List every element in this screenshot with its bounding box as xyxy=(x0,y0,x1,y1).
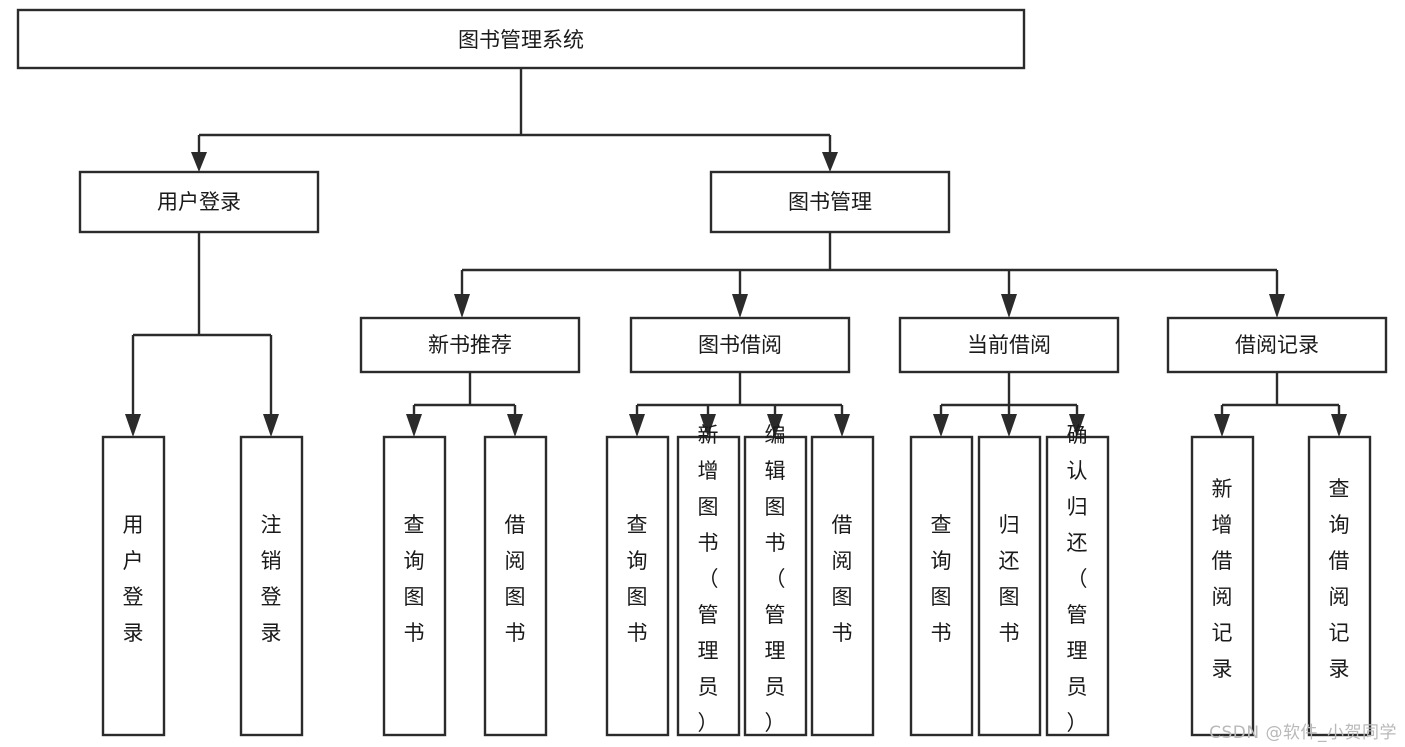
leaf-node-query-book-recommend-label: 查询图书 xyxy=(404,513,425,645)
node-current-borrow-box xyxy=(898,316,1120,374)
leaf-node-add-book-admin-box xyxy=(676,435,741,737)
leaf-node-query-book-recommend-box xyxy=(382,435,447,737)
node-borrow-record-box xyxy=(1166,316,1388,374)
leaf-node-borrow-book-recommend[interactable]: 借阅图书 xyxy=(483,435,548,737)
arrow-head-bookborrow-leaf-4 xyxy=(834,414,850,437)
leaf-node-borrow-book-recommend-label: 借阅图书 xyxy=(505,513,526,645)
leaf-node-add-borrow-record-label: 新增借阅记录 xyxy=(1212,477,1233,681)
node-current-borrow[interactable]: 当前借阅 xyxy=(898,316,1120,374)
node-current-borrow-label: 当前借阅 xyxy=(967,333,1051,357)
arrow-head-borrowrecord-leaf-2 xyxy=(1331,414,1347,437)
leaf-node-confirm-return-admin-label: 确认归还（管理员） xyxy=(1067,423,1088,735)
arrow-head-currentborrow-leaf-3 xyxy=(1069,414,1085,437)
leaf-node-query-book-current-label: 查询图书 xyxy=(931,513,952,645)
leaf-node-query-book-recommend[interactable]: 查询图书 xyxy=(382,435,447,737)
leaf-node-query-book-borrow-label: 查询图书 xyxy=(627,513,648,645)
connector-layer xyxy=(125,68,1347,437)
leaf-node-query-book-borrow[interactable]: 查询图书 xyxy=(605,435,670,737)
arrow-head-newbook-leaf-2 xyxy=(507,414,523,437)
leaf-node-query-borrow-record-label: 查询借阅记录 xyxy=(1329,477,1350,681)
leaf-node-return-book-box xyxy=(977,435,1042,737)
leaf-node-edit-book-admin[interactable]: 编辑图书（管理员） xyxy=(743,423,808,737)
arrow-head-currentborrow-leaf-1 xyxy=(933,414,949,437)
node-root-box xyxy=(16,8,1026,70)
leaf-node-borrow-book-recommend-box xyxy=(483,435,548,737)
arrow-head-bookborrow-leaf-1 xyxy=(629,414,645,437)
leaf-node-add-book-admin[interactable]: 新增图书（管理员） xyxy=(676,423,741,737)
leaf-node-confirm-return-admin-box xyxy=(1045,435,1110,737)
arrow-head-current-borrow xyxy=(1001,294,1017,318)
node-user-login-label: 用户登录 xyxy=(157,190,241,214)
leaf-node-edit-book-admin-box xyxy=(743,435,808,737)
leaf-node-edit-book-admin-label: 编辑图书（管理员） xyxy=(765,423,786,735)
node-book-management[interactable]: 图书管理 xyxy=(709,170,951,234)
arrow-head-currentborrow-leaf-2 xyxy=(1001,414,1017,437)
leaf-node-user-login[interactable]: 用户登录 xyxy=(101,435,166,737)
node-new-book-recommend-box xyxy=(359,316,581,374)
arrow-head-borrowrecord-leaf-1 xyxy=(1214,414,1230,437)
node-new-book-recommend-label: 新书推荐 xyxy=(428,333,512,357)
arrow-head-bookborrow-leaf-2 xyxy=(700,414,716,437)
node-new-book-recommend[interactable]: 新书推荐 xyxy=(359,316,581,374)
leaf-node-borrow-book-box xyxy=(810,435,875,737)
leaf-node-user-login-box xyxy=(101,435,166,737)
node-book-borrow[interactable]: 图书借阅 xyxy=(629,316,851,374)
leaf-node-logout-box xyxy=(239,435,304,737)
leaf-node-logout[interactable]: 注销登录 xyxy=(239,435,304,737)
node-book-management-label: 图书管理 xyxy=(788,190,872,214)
leaf-node-query-borrow-record[interactable]: 查询借阅记录 xyxy=(1307,435,1372,737)
arrow-head-leaf-logout xyxy=(263,414,279,437)
node-user-login[interactable]: 用户登录 xyxy=(78,170,320,234)
node-root-system[interactable]: 图书管理系统 xyxy=(16,8,1026,70)
watermark-csdn: CSDN @软件_小贺同学 xyxy=(1209,723,1397,743)
node-root-label: 图书管理系统 xyxy=(458,28,584,52)
leaf-node-confirm-return-admin[interactable]: 确认归还（管理员） xyxy=(1045,423,1110,737)
node-book-borrow-label: 图书借阅 xyxy=(698,333,782,357)
leaf-node-add-book-admin-label: 新增图书（管理员） xyxy=(698,423,719,735)
leaf-node-query-borrow-record-box xyxy=(1307,435,1372,737)
node-book-borrow-box xyxy=(629,316,851,374)
arrow-head-book-mgmt xyxy=(822,152,838,172)
arrow-head-bookborrow-leaf-3 xyxy=(767,414,783,437)
leaf-node-query-book-borrow-box xyxy=(605,435,670,737)
leaf-node-borrow-book[interactable]: 借阅图书 xyxy=(810,435,875,737)
leaf-node-query-book-current[interactable]: 查询图书 xyxy=(909,435,974,737)
node-book-management-box xyxy=(709,170,951,234)
arrow-head-book-borrow xyxy=(732,294,748,318)
leaf-node-query-book-current-box xyxy=(909,435,974,737)
leaf-node-return-book[interactable]: 归还图书 xyxy=(977,435,1042,737)
arrow-head-leaf-user-login xyxy=(125,414,141,437)
leaf-node-return-book-label: 归还图书 xyxy=(999,513,1020,645)
leaf-node-user-login-label: 用户登录 xyxy=(123,513,144,645)
node-borrow-record-label: 借阅记录 xyxy=(1235,333,1319,357)
leaf-node-borrow-book-label: 借阅图书 xyxy=(832,513,853,645)
node-borrow-record[interactable]: 借阅记录 xyxy=(1166,316,1388,374)
node-user-login-box xyxy=(78,170,320,234)
arrow-head-borrow-record xyxy=(1269,294,1285,318)
leaf-node-add-borrow-record[interactable]: 新增借阅记录 xyxy=(1190,435,1255,737)
leaf-node-add-borrow-record-box xyxy=(1190,435,1255,737)
leaf-node-logout-label: 注销登录 xyxy=(261,513,282,645)
arrow-head-new-book-recommend xyxy=(454,294,470,318)
arrow-head-newbook-leaf-1 xyxy=(406,414,422,437)
arrow-head-user-login xyxy=(191,152,207,172)
